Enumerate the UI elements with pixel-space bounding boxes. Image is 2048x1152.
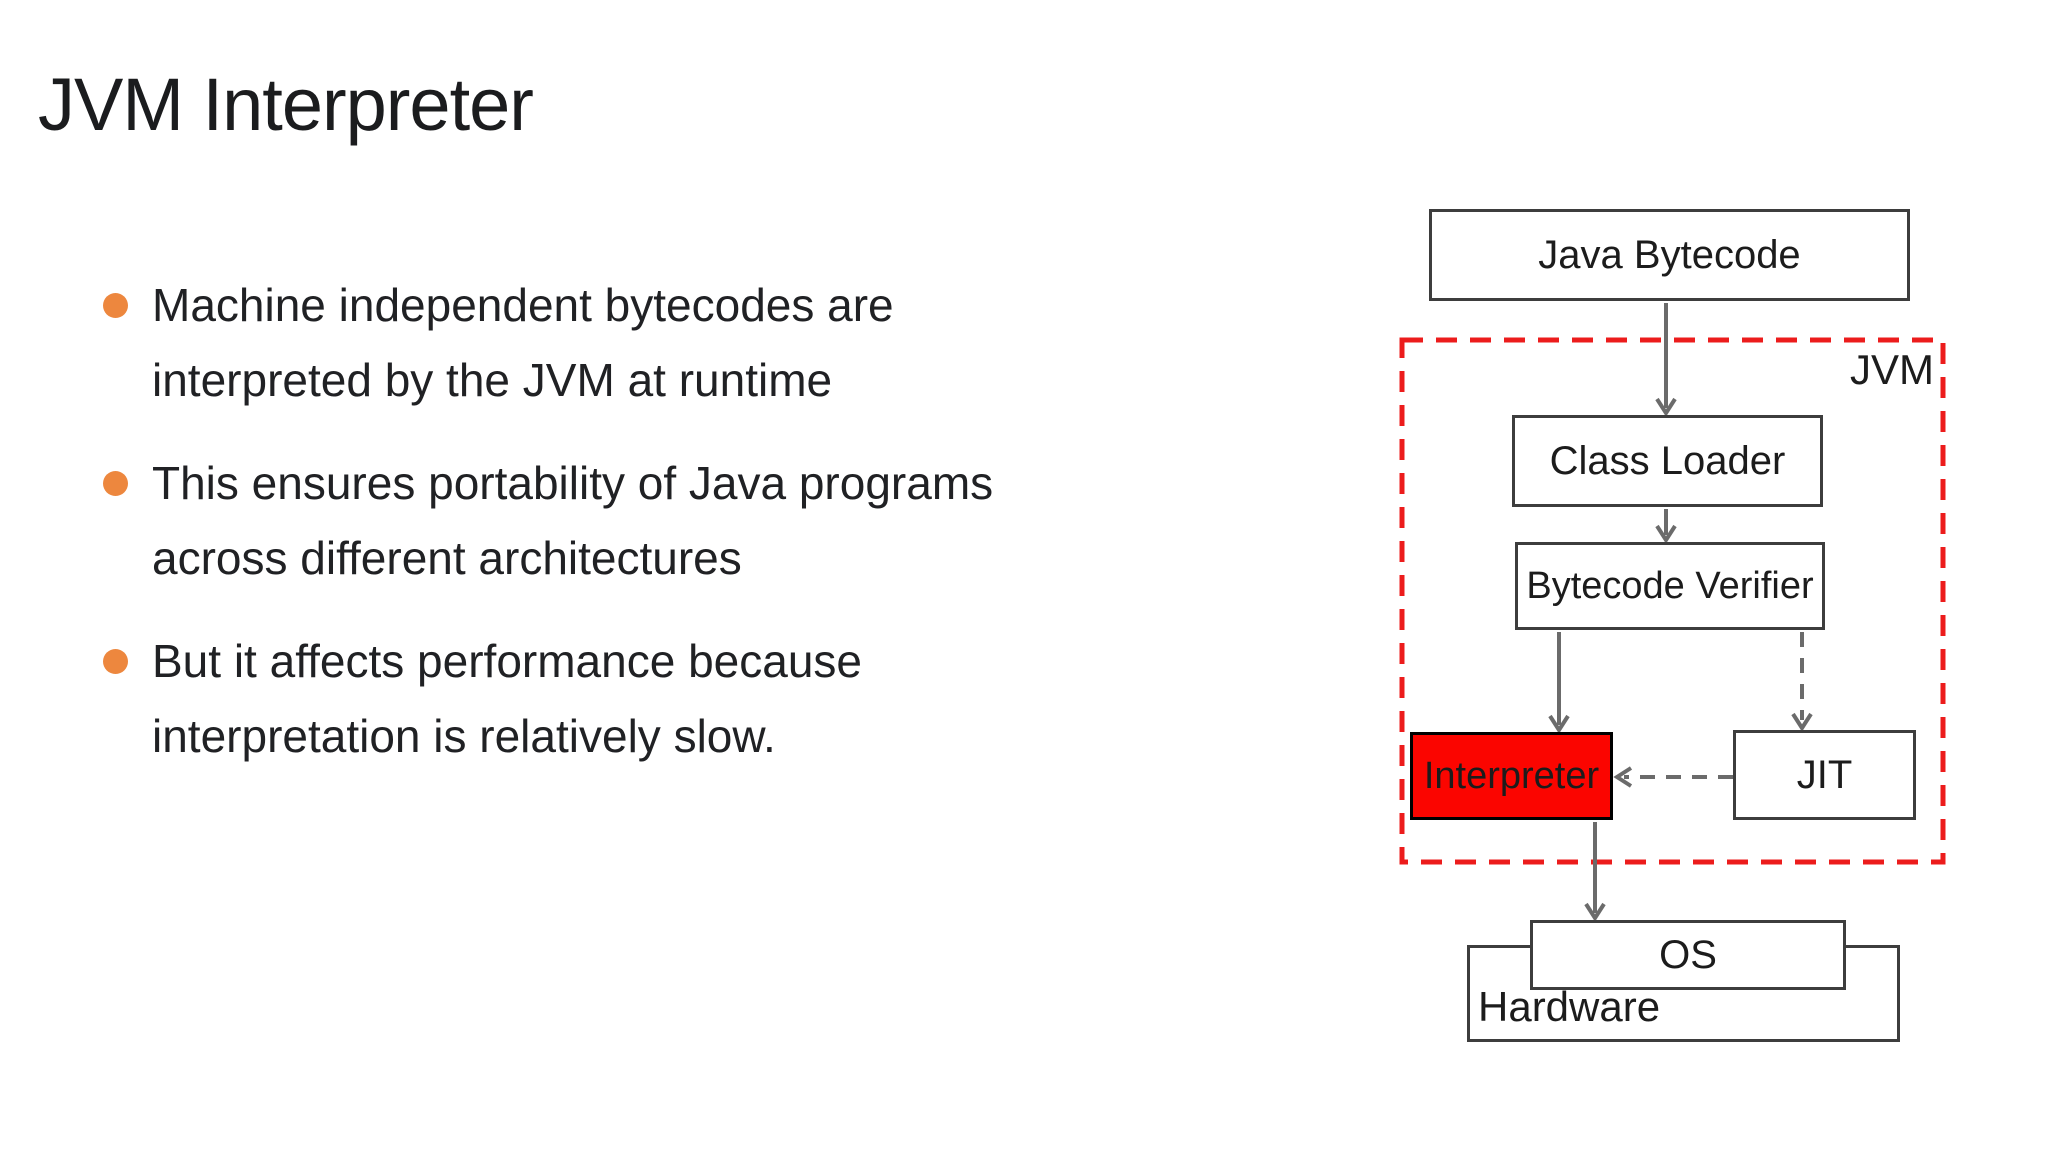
- page-title: JVM Interpreter: [38, 63, 534, 146]
- arrow-verifier-to-interpreter: [1548, 632, 1570, 734]
- bullet-dot-icon: [103, 649, 128, 674]
- arrow-jit-to-interpreter: [1613, 766, 1733, 788]
- bullet-dot-icon: [103, 293, 128, 318]
- bullet-text: But it affects performance because inter…: [152, 635, 862, 762]
- node-class-loader: Class Loader: [1512, 415, 1823, 507]
- bullet-list: Machine independent bytecodes are interp…: [103, 268, 1223, 802]
- node-bytecode-verifier: Bytecode Verifier: [1515, 542, 1825, 630]
- arrow-classloader-to-verifier: [1655, 509, 1677, 544]
- bullet-dot-icon: [103, 471, 128, 496]
- bullet-text: Machine independent bytecodes are interp…: [152, 279, 894, 406]
- node-interpreter: Interpreter: [1410, 732, 1613, 820]
- list-item: This ensures portability of Java program…: [103, 446, 1223, 596]
- list-item: But it affects performance because inter…: [103, 624, 1223, 774]
- arrow-verifier-to-jit: [1791, 632, 1813, 732]
- jvm-boundary-label: JVM: [1850, 346, 1934, 393]
- list-item: Machine independent bytecodes are interp…: [103, 268, 1223, 418]
- node-jit: JIT: [1733, 730, 1916, 820]
- node-java-bytecode: Java Bytecode: [1429, 209, 1910, 301]
- node-os: OS: [1530, 920, 1846, 990]
- bullet-text: This ensures portability of Java program…: [152, 457, 994, 584]
- arrow-interpreter-to-os: [1584, 822, 1606, 922]
- arrow-bytecode-to-classloader: [1655, 303, 1677, 417]
